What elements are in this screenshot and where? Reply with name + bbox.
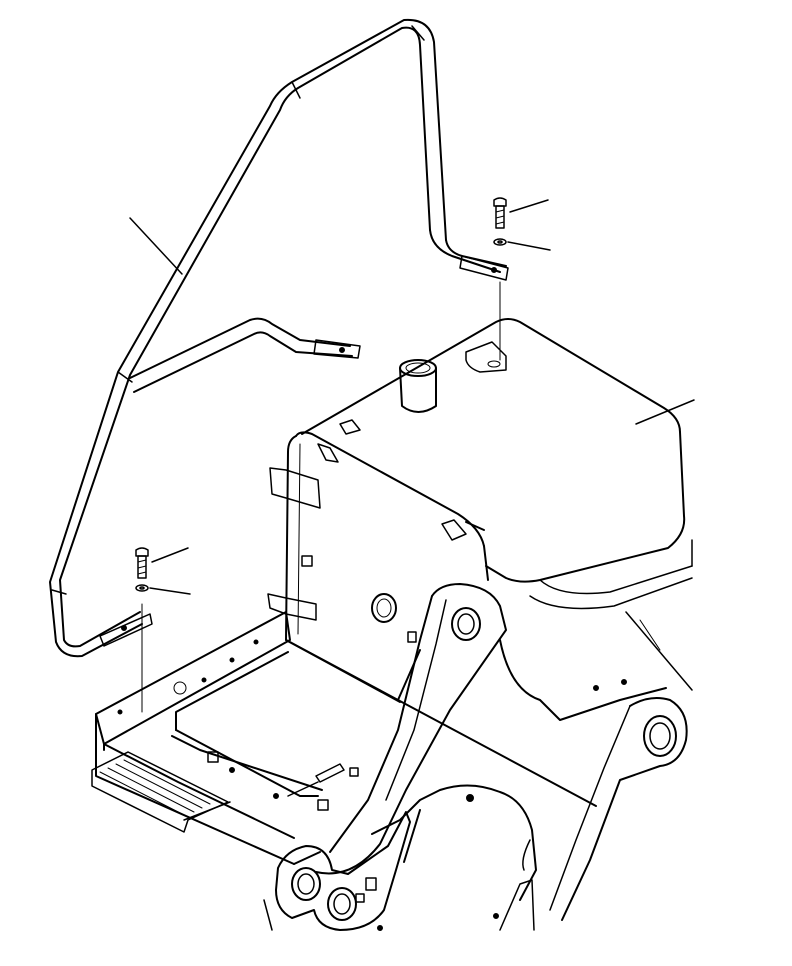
- tank: [268, 319, 692, 700]
- boom-frame: [264, 584, 692, 930]
- upper-bolt: [494, 198, 506, 228]
- upper-washer: [494, 239, 506, 245]
- leader-handrail: [130, 218, 182, 274]
- leader-upper-washer: [508, 242, 550, 250]
- platform: [92, 612, 400, 864]
- leader-lower-bolt: [152, 548, 188, 562]
- lower-bolt: [136, 548, 148, 578]
- handrail: [50, 20, 508, 656]
- callout-leaders: [130, 200, 694, 594]
- leader-upper-bolt: [510, 200, 548, 212]
- lower-washer: [136, 585, 148, 591]
- leader-lower-washer: [150, 588, 190, 594]
- leader-tank-cover: [636, 400, 694, 424]
